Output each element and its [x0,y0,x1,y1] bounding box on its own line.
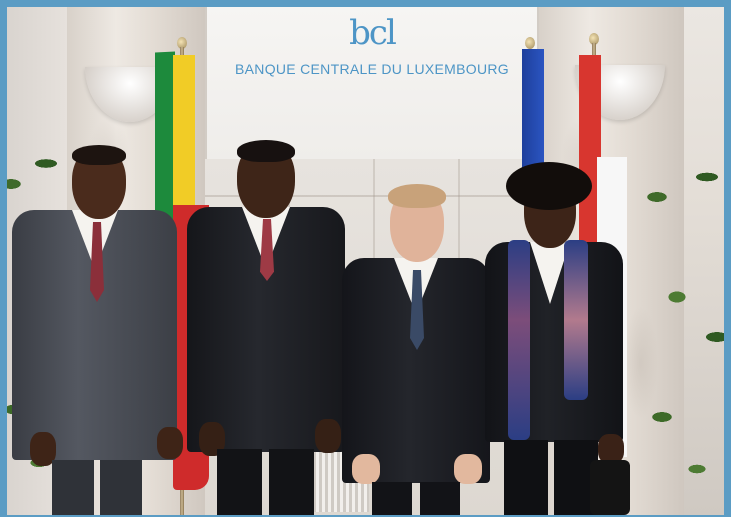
person-3-tie [410,270,424,350]
bank-name-text: BANQUE CENTRALE DU LUXEMBOURG [235,61,509,77]
person-1-tie [90,222,104,302]
person-1-hair [72,145,126,165]
plant-right [637,117,724,515]
person-4-hair [506,162,592,210]
photo: bcl BANQUE CENTRALE DU LUXEMBOURG [7,7,724,515]
person-3-hand-right [454,454,482,484]
person-3 [342,182,492,515]
person-3-leg-right [420,482,460,515]
person-1-leg-right [100,460,142,515]
flag-lux-red [579,55,601,285]
person-2-leg-right [269,449,314,515]
person-1-leg-left [52,460,94,515]
flag-finial-lux [589,33,599,45]
person-4-hand-right [598,434,624,464]
bcl-logo: bcl [349,13,397,53]
person-2-hair [237,140,295,162]
flag-finial-benin [177,37,187,49]
person-1 [12,142,183,515]
person-4-scarf-right [564,240,588,400]
person-1-hand-right [157,427,183,459]
person-4-scarf-left [508,240,530,440]
person-4-handbag [590,460,630,515]
bank-sign: bcl BANQUE CENTRALE DU LUXEMBOURG [205,7,539,159]
flag-eu [522,49,544,174]
person-2-tie [260,219,274,281]
person-3-leg-left [372,482,412,515]
person-3-hair [388,184,446,208]
flag-finial-eu [525,37,535,49]
person-1-hand-left [30,432,56,466]
person-4-leg-left [504,440,548,515]
person-3-hand-left [352,454,380,484]
flag-benin-yellow [173,55,195,205]
person-2-leg-left [217,449,262,515]
person-2-hand-right [315,419,341,453]
person-2 [187,137,347,515]
person-4 [480,162,630,515]
